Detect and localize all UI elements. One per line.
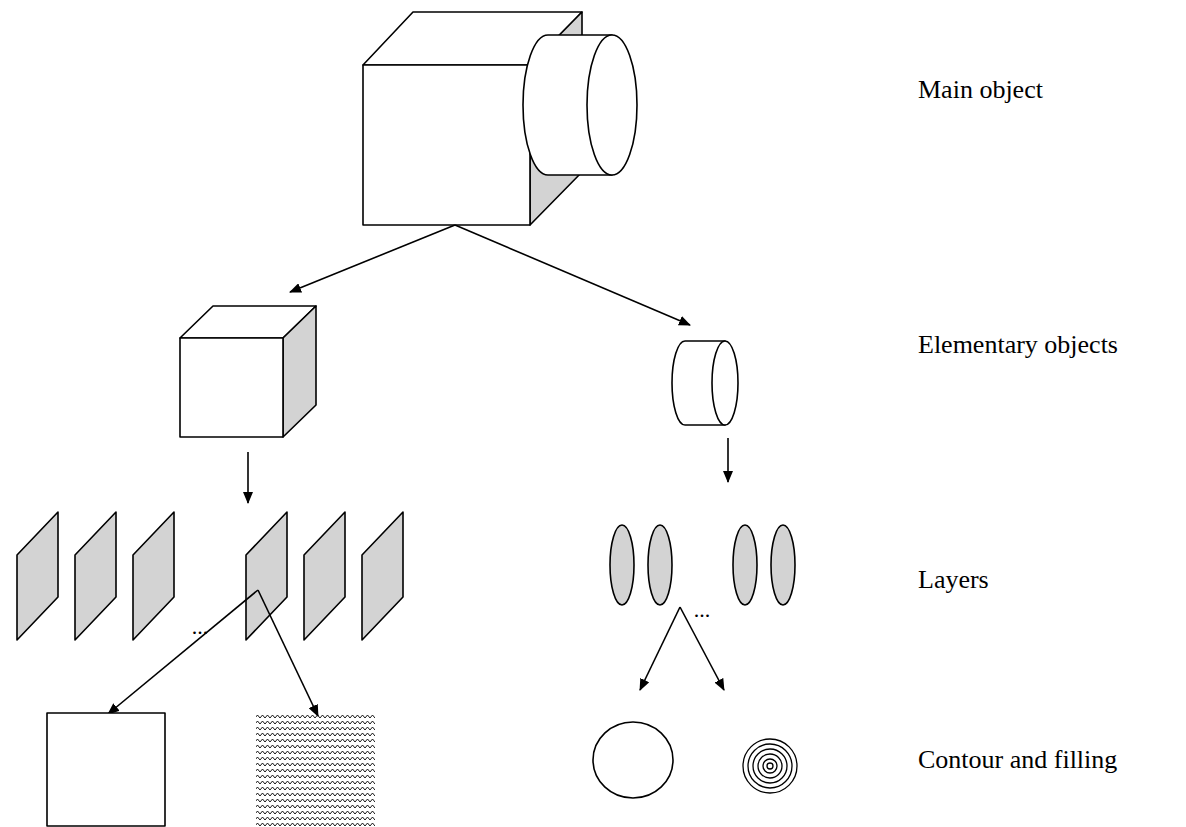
level-label: Layers bbox=[918, 565, 989, 595]
level-label: Contour and filling bbox=[918, 745, 1117, 775]
level-label: Elementary objects bbox=[918, 330, 1118, 360]
ellipsis-mark: ... bbox=[694, 595, 711, 625]
level-label: Main object bbox=[918, 75, 1043, 105]
ellipsis-mark: ... bbox=[192, 612, 209, 642]
